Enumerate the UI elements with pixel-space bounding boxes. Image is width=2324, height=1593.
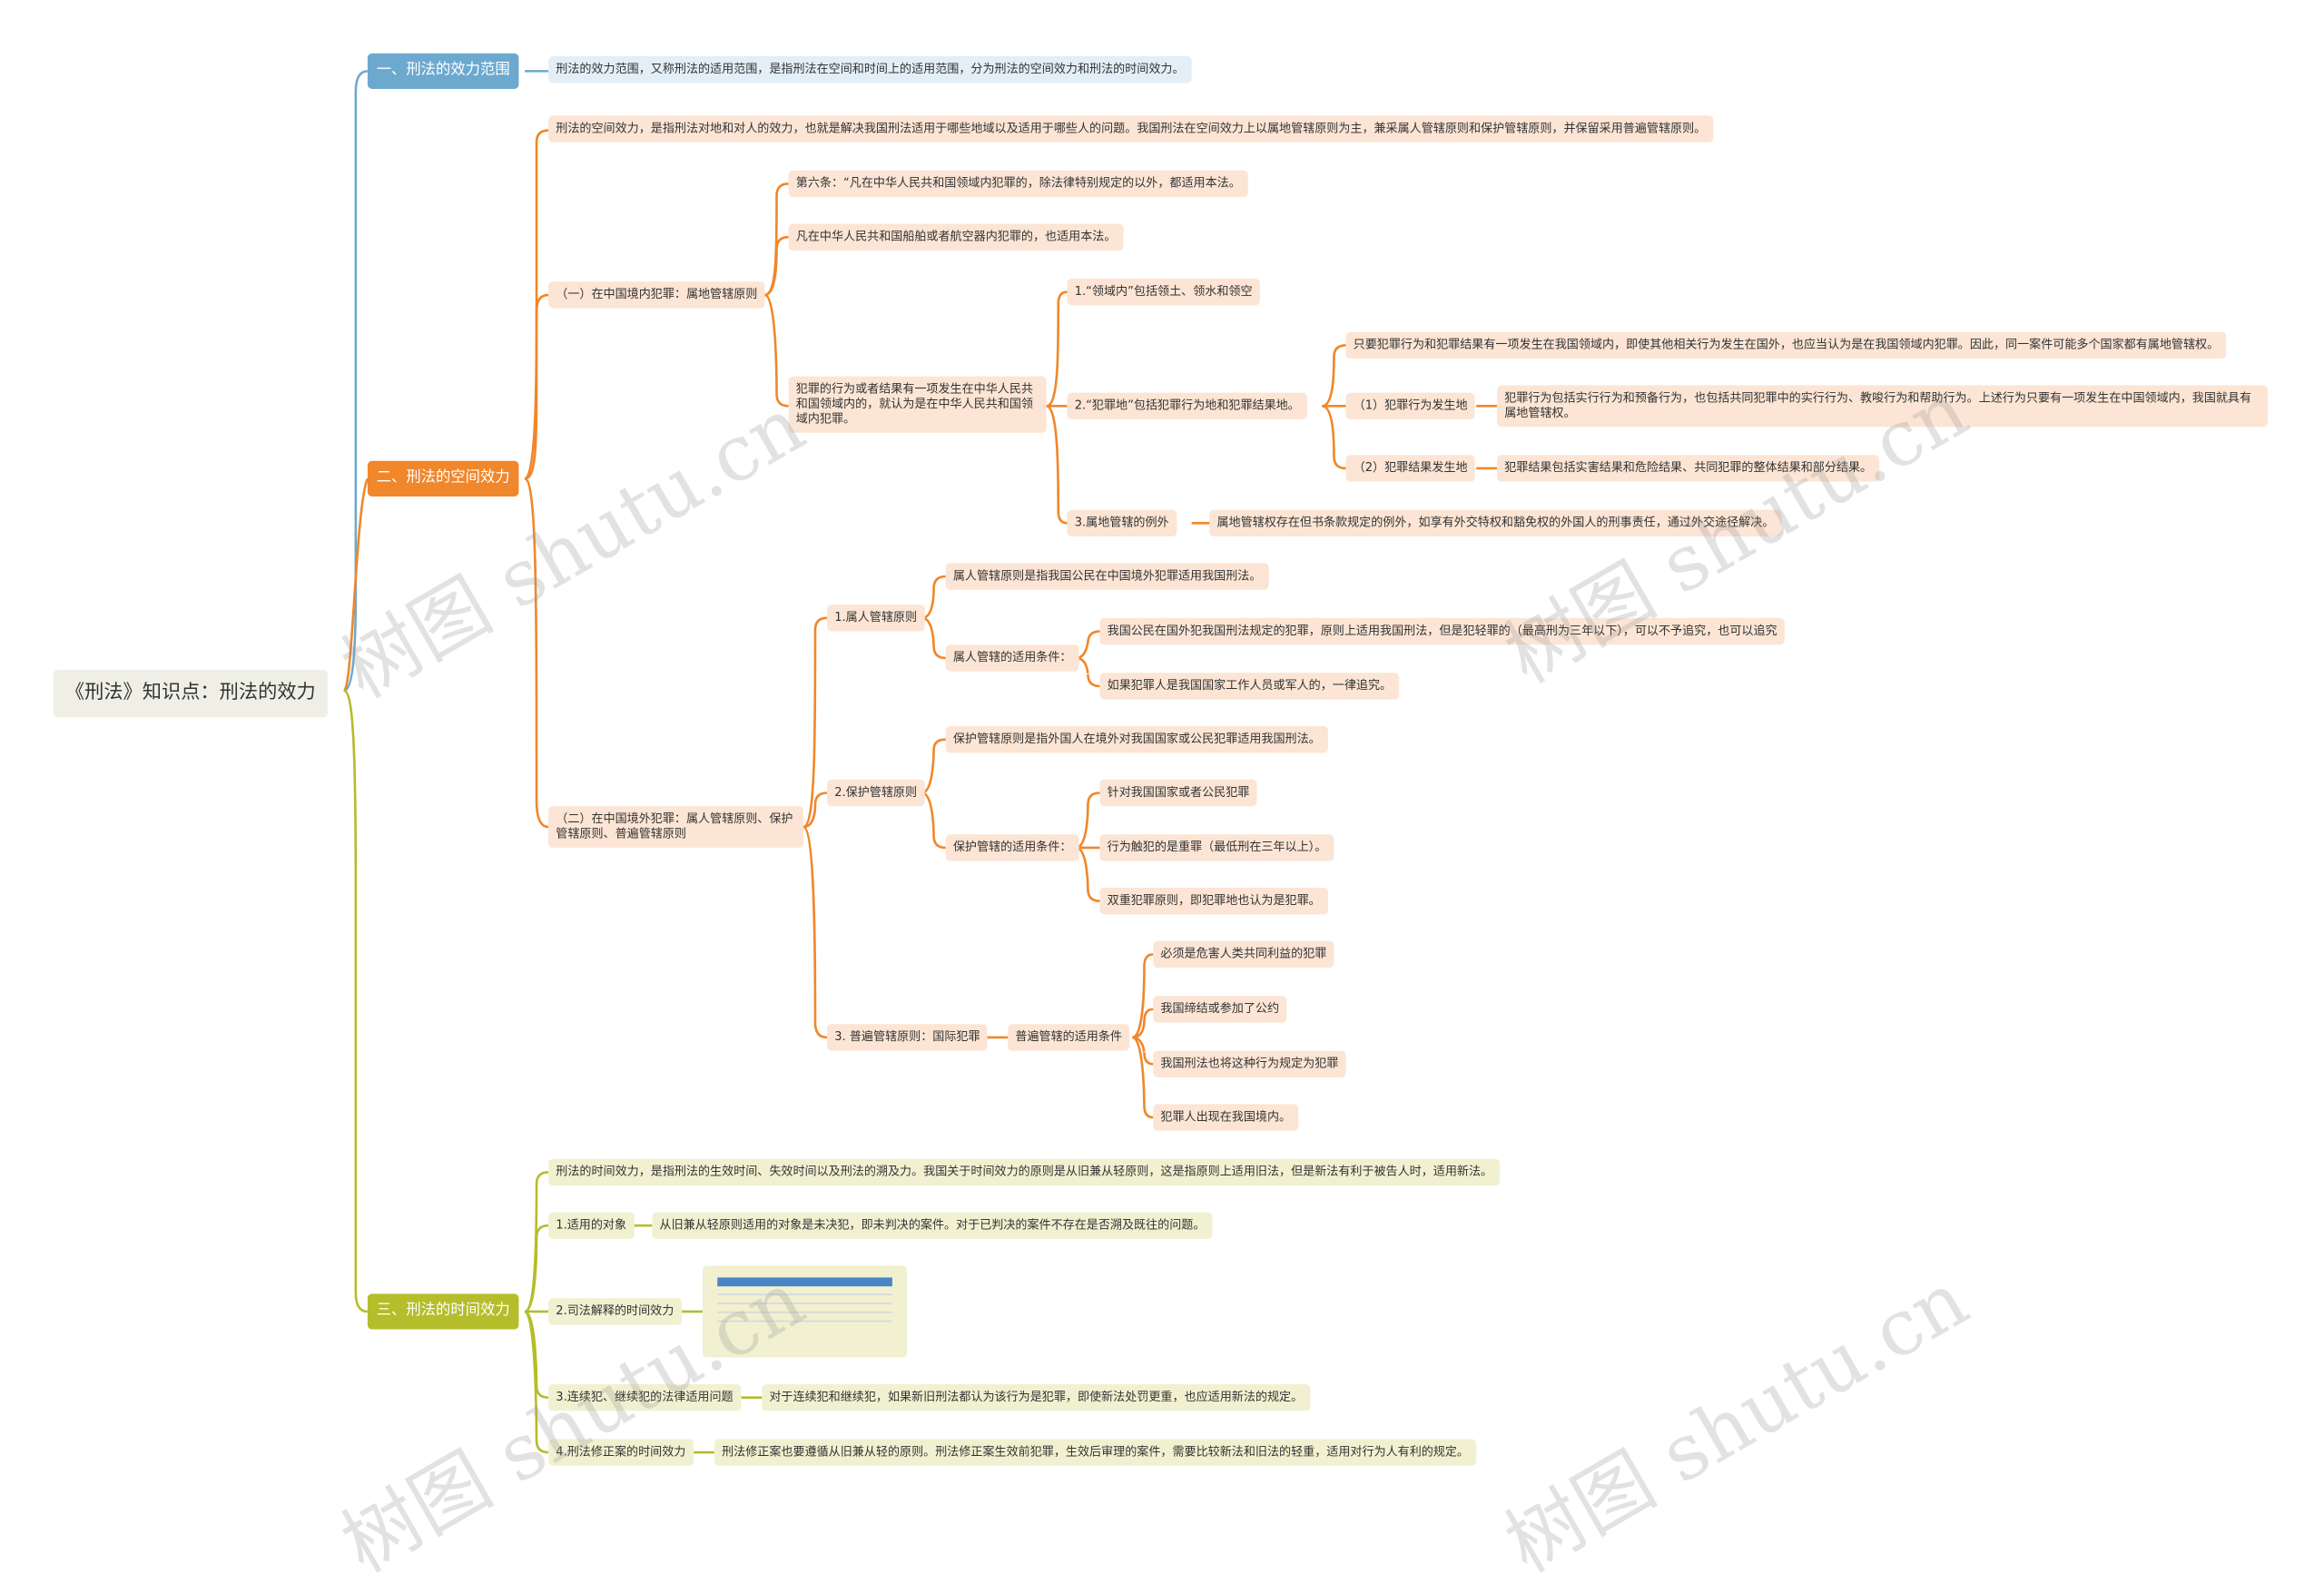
protective-condition-1[interactable]: 针对我国国家或者公民犯罪 — [1099, 779, 1257, 807]
mini-table-row — [717, 1313, 892, 1323]
act-location[interactable]: （1）犯罪行为发生地 — [1345, 392, 1475, 420]
applicable-object[interactable]: 1.适用的对象 — [548, 1212, 635, 1239]
mini-table-row — [717, 1295, 892, 1304]
personal-condition-1[interactable]: 我国公民在国外犯我国刑法规定的犯罪，原则上适用我国刑法，但是犯轻罪的（最高刑为三… — [1099, 617, 1785, 645]
mini-table — [717, 1277, 892, 1323]
universal-conditions[interactable]: 普遍管辖的适用条件 — [1008, 1024, 1130, 1051]
protective-principle-def[interactable]: 保护管辖原则是指外国人在境外对我国国家或公民犯罪适用我国刑法。 — [945, 726, 1328, 753]
personal-condition-2[interactable]: 如果犯罪人是我国国家工作人员或军人的，一律追究。 — [1099, 673, 1400, 700]
protective-conditions[interactable]: 保护管辖的适用条件： — [945, 834, 1079, 861]
connector-lines — [342, 70, 1498, 1454]
universal-condition-3[interactable]: 我国刑法也将这种行为规定为犯罪 — [1153, 1050, 1346, 1077]
mini-table-row — [717, 1304, 892, 1313]
territorial-exception[interactable]: 3.属地管辖的例外 — [1067, 509, 1177, 537]
crime-location-explain[interactable]: 只要犯罪行为和犯罪结果有一项发生在我国领域内，即使其他相关行为发生在国外，也应当… — [1345, 331, 2227, 359]
universal-condition-1[interactable]: 必须是危害人类共同利益的犯罪 — [1153, 940, 1334, 969]
universal-condition-2[interactable]: 我国缔结或参加了公约 — [1153, 996, 1287, 1023]
continuous-crime[interactable]: 3.连续犯、继续犯的法律适用问题 — [548, 1383, 741, 1411]
mind-map: 《刑法》知识点：刑法的效力 一、刑法的效力范围 刑法的效力范围，又称刑法的适用范… — [53, 53, 2269, 1590]
result-location-desc[interactable]: 犯罪结果包括实害结果和危险结果、共同犯罪的整体结果和部分结果。 — [1497, 455, 1880, 482]
mini-table-header — [717, 1277, 892, 1287]
mini-table-row — [717, 1286, 892, 1295]
protective-condition-2[interactable]: 行为触犯的是重罪（最低刑在三年以上）。 — [1099, 834, 1334, 861]
root-node[interactable]: 《刑法》知识点：刑法的效力 — [53, 669, 328, 718]
act-location-desc[interactable]: 犯罪行为包括实行行为和预备行为，也包括共同犯罪中的实行行为、教唆行为和帮助行为。… — [1497, 385, 2269, 428]
applicable-object-desc[interactable]: 从旧兼从轻原则适用的对象是未决犯，即未判决的案件。对于已判决的案件不存在是否溯及… — [652, 1212, 1213, 1239]
personal-conditions[interactable]: 属人管辖的适用条件： — [945, 644, 1079, 672]
extraterritorial-principles[interactable]: （二）在中国境外犯罪：属人管辖原则、保护管辖原则、普遍管辖原则 — [548, 806, 803, 848]
judicial-interpretation[interactable]: 2.司法解释的时间效力 — [548, 1298, 682, 1325]
territory-scope[interactable]: 1.“领域内”包括领土、领水和领空 — [1067, 278, 1260, 306]
time-effect-desc[interactable]: 刑法的时间效力，是指刑法的生效时间、失效时间以及刑法的溯及力。我国关于时间效力的… — [548, 1158, 1501, 1186]
territorial-principle[interactable]: （一）在中国境内犯罪：属地管辖原则 — [548, 281, 765, 309]
amendment-time-effect[interactable]: 4.刑法修正案的时间效力 — [548, 1439, 694, 1466]
crime-location[interactable]: 2.“犯罪地”包括犯罪行为地和犯罪结果地。 — [1067, 392, 1307, 420]
personal-principle-def[interactable]: 属人管辖原则是指我国公民在中国境外犯罪适用我国刑法。 — [945, 563, 1269, 590]
continuous-crime-desc[interactable]: 对于连续犯和继续犯，如果新旧刑法都认为该行为是犯罪，即使新法处罚更重，也应适用新… — [762, 1383, 1311, 1411]
universal-condition-4[interactable]: 犯罪人出现在我国境内。 — [1153, 1104, 1299, 1131]
result-location[interactable]: （2）犯罪结果发生地 — [1345, 455, 1475, 482]
personal-principle[interactable]: 1.属人管辖原则 — [827, 605, 925, 632]
protective-condition-3[interactable]: 双重犯罪原则，即犯罪地也认为是犯罪。 — [1099, 887, 1328, 915]
effect-scope-desc[interactable]: 刑法的效力范围，又称刑法的适用范围，是指刑法在空间和时间上的适用范围，分为刑法的… — [548, 56, 1192, 84]
space-effect-desc[interactable]: 刑法的空间效力，是指刑法对地和对人的效力，也就是解决我国刑法适用于哪些地域以及适… — [548, 115, 1714, 143]
protective-principle[interactable]: 2.保护管辖原则 — [827, 779, 925, 807]
branch-space-effect[interactable]: 二、刑法的空间效力 — [367, 460, 519, 497]
ship-aircraft-rule[interactable]: 凡在中华人民共和国船舶或者航空器内犯罪的，也适用本法。 — [788, 223, 1124, 251]
article-6[interactable]: 第六条：“凡在中华人民共和国领域内犯罪的，除法律特别规定的以外，都适用本法。 — [788, 170, 1248, 198]
territorial-exception-desc[interactable]: 属地管辖权存在但书条款规定的例外，如享有外交特权和豁免权的外国人的刑事责任，通过… — [1209, 509, 1782, 537]
branch-effect-scope[interactable]: 一、刑法的效力范围 — [367, 53, 519, 89]
amendment-time-effect-desc[interactable]: 刑法修正案也要遵循从旧兼从轻的原则。刑法修正案生效前犯罪，生效后审理的案件，需要… — [714, 1439, 1477, 1466]
universal-principle[interactable]: 3. 普遍管辖原则：国际犯罪 — [827, 1024, 988, 1051]
table-image[interactable] — [702, 1265, 908, 1358]
act-or-result-rule[interactable]: 犯罪的行为或者结果有一项发生在中华人民共和国领域内的，就认为是在中华人民共和国领… — [788, 376, 1047, 433]
branch-time-effect[interactable]: 三、刑法的时间效力 — [367, 1293, 519, 1330]
